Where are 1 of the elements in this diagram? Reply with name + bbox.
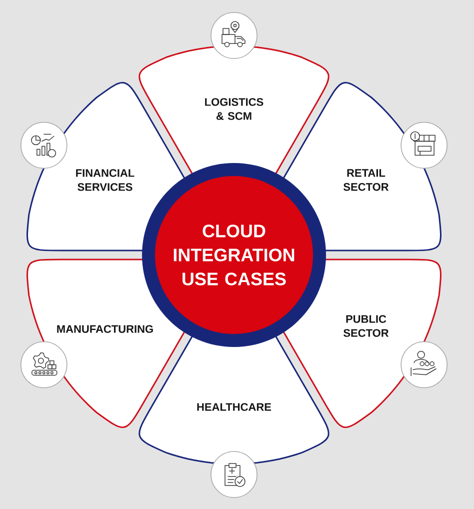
petal-segment: LOGISTICS & SCM: [138, 45, 330, 180]
